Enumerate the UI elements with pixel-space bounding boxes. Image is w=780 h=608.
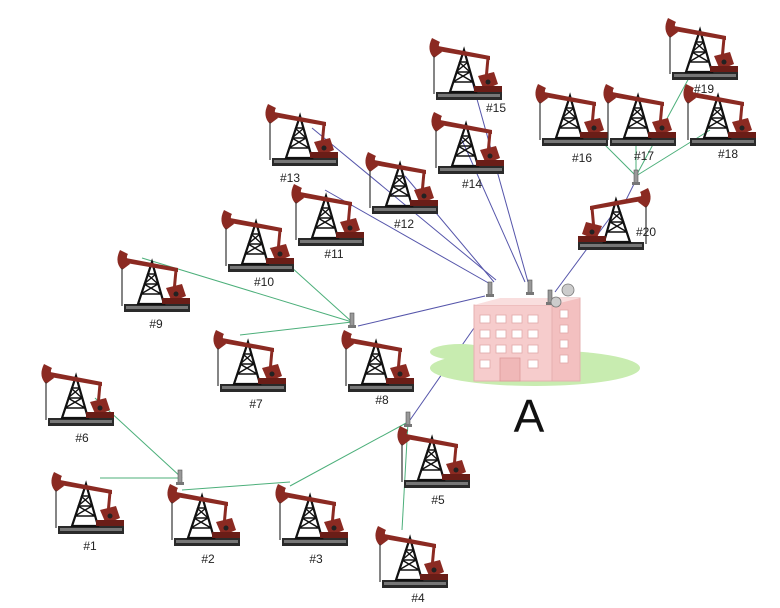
link-20-hub — [554, 214, 613, 293]
pump-label-15: #15 — [486, 101, 506, 115]
link-3-5 — [289, 421, 409, 487]
pump-label-11: #11 — [324, 247, 343, 261]
pumpjack-17-icon — [601, 82, 678, 148]
pump-jacks: #1 #2 #3 #4 #5 #6 #7 #8 #9 #10 #11 #12 #… — [39, 16, 758, 605]
pumpjack-13: #13 — [263, 102, 340, 185]
pump-label-2: #2 — [201, 552, 215, 566]
pump-label-12: #12 — [394, 217, 414, 231]
pumpjack-2: #2 — [165, 482, 242, 566]
pumpjack-11: #11 — [289, 182, 366, 261]
pumpjack-10-icon — [219, 208, 296, 274]
pumpjack-8-icon — [339, 328, 416, 394]
pump-label-7: #7 — [249, 397, 263, 411]
pumpjack-11-icon — [289, 182, 366, 248]
pumpjack-20: #20 — [576, 186, 656, 252]
pump-label-6: #6 — [75, 431, 89, 445]
pumpjack-4: #4 — [373, 524, 450, 605]
pump-label-20: #20 — [636, 225, 656, 239]
pump-label-13: #13 — [280, 171, 300, 185]
pump-label-8: #8 — [375, 393, 389, 407]
pump-label-10: #10 — [254, 275, 274, 289]
link-2-3 — [181, 481, 291, 491]
pumpjack-5-icon — [395, 424, 472, 490]
pump-label-4: #4 — [411, 591, 425, 605]
pump-label-9: #9 — [149, 317, 163, 331]
pumpjack-10: #10 — [219, 208, 296, 289]
pump-label-3: #3 — [309, 552, 323, 566]
link-18-17relay — [635, 129, 711, 177]
pumpjack-1-icon — [49, 470, 126, 536]
pumpjack-16-icon — [533, 82, 610, 148]
pumpjack-2-icon — [165, 482, 242, 548]
pumpjack-12-icon — [363, 150, 440, 216]
pump-label-14: #14 — [462, 177, 482, 191]
pumpjack-3: #3 — [273, 482, 350, 566]
pumpjack-19: #19 — [663, 16, 740, 96]
pumpjack-9-icon — [115, 248, 192, 314]
pumpjack-7-icon — [211, 328, 288, 394]
pumpjack-12: #12 — [363, 150, 440, 231]
pumpjack-3-icon — [273, 482, 350, 548]
pumpjack-5: #5 — [395, 424, 472, 507]
pumpjack-4-icon — [373, 524, 450, 590]
link-6-2 — [94, 397, 183, 479]
pumpjack-9: #9 — [115, 248, 192, 331]
roof-antenna-2 — [525, 279, 535, 296]
pumpjack-8: #8 — [339, 328, 416, 407]
link-7-8 — [239, 321, 353, 336]
pumpjack-13-icon — [263, 102, 340, 168]
pump-label-5: #5 — [431, 493, 445, 507]
pumpjack-16: #16 — [533, 82, 610, 165]
pumpjack-6: #6 — [39, 362, 116, 445]
hub-label: A — [514, 390, 545, 442]
control-building: A — [430, 279, 640, 442]
pumpjack-17: #17 — [601, 82, 678, 163]
link-13-hub — [311, 127, 497, 281]
roof-antenna-1 — [485, 281, 495, 298]
link-15-hub — [469, 73, 529, 283]
link-11-hub — [324, 189, 493, 286]
pump-label-16: #16 — [572, 151, 592, 165]
pumpjack-14-icon — [429, 110, 506, 176]
pumpjack-7: #7 — [211, 328, 288, 411]
pump-label-17: #17 — [634, 149, 654, 163]
pumpjack-15: #15 — [427, 36, 506, 115]
relay-antenna-8 — [347, 312, 357, 329]
link-14-hub — [461, 139, 526, 283]
relay-antenna-17 — [631, 169, 641, 186]
pumpjack-14: #14 — [429, 110, 506, 191]
pump-label-1: #1 — [83, 539, 97, 553]
pump-label-19: #19 — [694, 82, 714, 96]
pumpjack-19-icon — [663, 16, 740, 82]
pumpjack-20-icon — [576, 186, 653, 252]
pumpjack-6-icon — [39, 362, 116, 428]
pumpjack-18: #18 — [681, 82, 758, 161]
pumpjack-15-icon — [427, 36, 504, 102]
link-8-hub — [357, 295, 486, 327]
pump-label-18: #18 — [718, 147, 738, 161]
pumpjack-1: #1 — [49, 470, 126, 553]
